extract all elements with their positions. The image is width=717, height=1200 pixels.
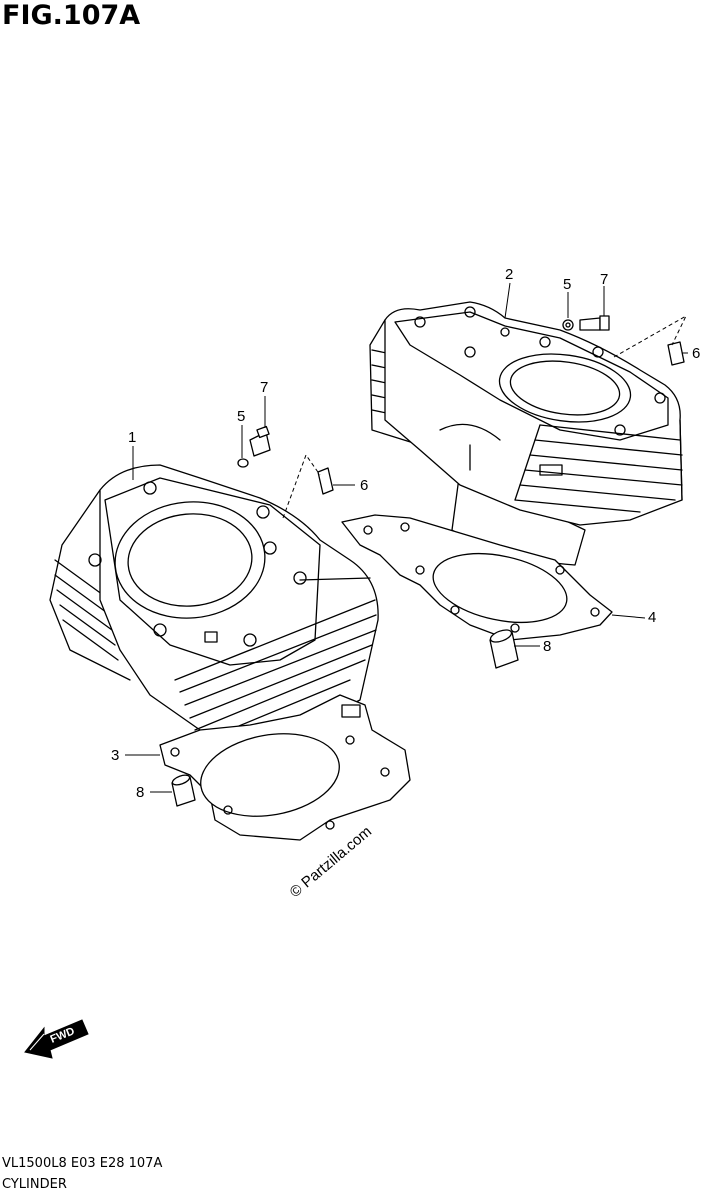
front-cylinder[interactable] xyxy=(49,464,379,746)
callout-4: 4 xyxy=(648,609,656,626)
figure-title: FIG.107A xyxy=(2,0,141,31)
front-bolt[interactable] xyxy=(249,425,271,457)
callout-7: 7 xyxy=(600,271,608,288)
rear-base-gasket[interactable] xyxy=(341,514,613,641)
rear-dowel[interactable] xyxy=(489,628,519,669)
front-dowel[interactable] xyxy=(171,773,196,807)
callout-7: 7 xyxy=(260,379,268,396)
callout-3: 3 xyxy=(111,747,119,764)
callout-5: 5 xyxy=(237,408,245,425)
rear-washer[interactable] xyxy=(562,319,574,331)
callout-6: 6 xyxy=(692,345,700,362)
callout-1: 1 xyxy=(128,429,136,446)
callout-labels: 2 5 7 6 4 8 1 5 7 6 3 8 xyxy=(111,266,700,801)
callout-8: 8 xyxy=(543,638,551,655)
rear-bolt[interactable] xyxy=(579,315,610,331)
figure-code: VL1500L8 E03 E28 107A xyxy=(2,1156,163,1171)
rear-cylinder[interactable] xyxy=(369,301,683,566)
leader-lines xyxy=(125,282,688,793)
rear-plug[interactable] xyxy=(667,341,685,366)
front-base-gasket[interactable] xyxy=(159,694,411,841)
callout-8: 8 xyxy=(136,784,144,801)
front-plug[interactable] xyxy=(317,467,334,495)
fwd-arrow-icon: FWD xyxy=(24,1019,89,1059)
callout-5: 5 xyxy=(563,276,571,293)
callout-2: 2 xyxy=(505,266,513,283)
callout-6: 6 xyxy=(360,477,368,494)
figure-name: CYLINDER xyxy=(2,1177,67,1192)
front-washer[interactable] xyxy=(237,458,249,468)
